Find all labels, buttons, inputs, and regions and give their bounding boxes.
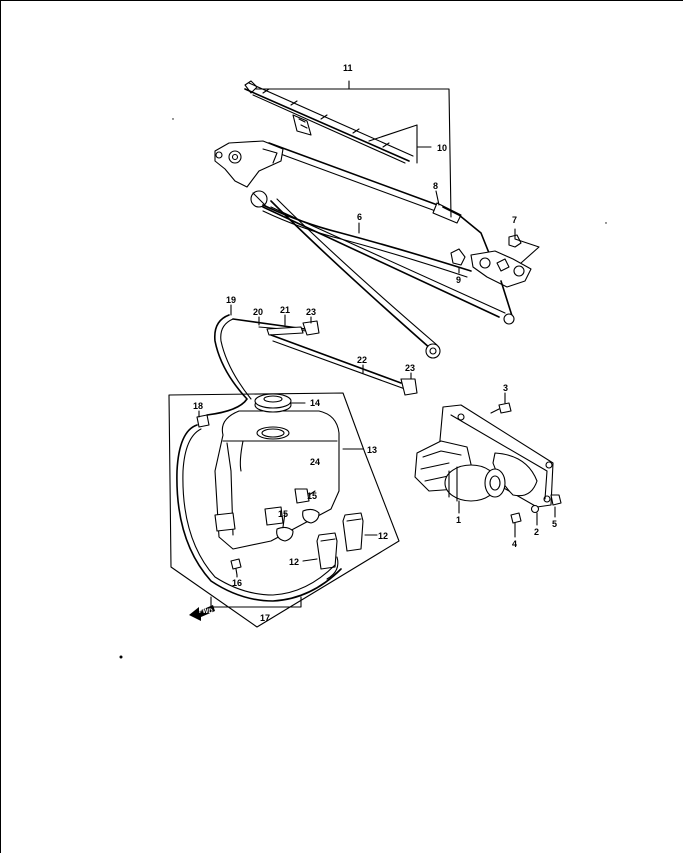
front-direction-arrow: FWD bbox=[189, 605, 215, 621]
callout-2: 2 bbox=[534, 527, 539, 537]
callout-7: 7 bbox=[512, 215, 517, 225]
callout-12-left: 12 bbox=[289, 557, 299, 567]
callout-16: 16 bbox=[232, 578, 242, 588]
callout-1: 1 bbox=[456, 515, 461, 525]
callout-11: 11 bbox=[343, 63, 353, 73]
callout-6: 6 bbox=[357, 212, 362, 222]
callout-leaders-upper bbox=[255, 80, 540, 274]
callout-3: 3 bbox=[503, 383, 508, 393]
callout-17: 17 bbox=[260, 613, 270, 623]
callout-12-right: 12 bbox=[378, 531, 388, 541]
callout-9: 9 bbox=[456, 275, 461, 285]
washer-hoses bbox=[206, 304, 418, 416]
callout-21: 21 bbox=[280, 305, 290, 315]
callout-18: 18 bbox=[193, 401, 203, 411]
callout-13: 13 bbox=[367, 445, 377, 455]
callout-10: 10 bbox=[437, 143, 447, 153]
callout-24: 24 bbox=[310, 457, 320, 467]
callout-23-lower: 23 bbox=[405, 363, 415, 373]
callout-15-left: 15 bbox=[278, 509, 288, 519]
callout-8: 8 bbox=[433, 181, 438, 191]
wiper-blade-assembly bbox=[244, 80, 414, 164]
callout-20: 20 bbox=[253, 307, 263, 317]
callout-labels: 11 10 8 6 7 9 19 20 21 23 22 23 18 14 13… bbox=[193, 63, 557, 623]
wiper-arm bbox=[266, 142, 462, 224]
callout-4: 4 bbox=[512, 539, 517, 549]
callout-19: 19 bbox=[226, 295, 236, 305]
callout-15-right: 15 bbox=[307, 491, 317, 501]
callout-22: 22 bbox=[357, 355, 367, 365]
callout-5: 5 bbox=[552, 519, 557, 529]
front-arrow-label: FWD bbox=[199, 609, 213, 615]
washer-tank-group bbox=[168, 392, 400, 628]
callout-14: 14 bbox=[310, 398, 320, 408]
wiper-linkage bbox=[214, 140, 532, 359]
wiper-motor-assembly bbox=[414, 392, 562, 538]
callout-23-upper: 23 bbox=[306, 307, 316, 317]
